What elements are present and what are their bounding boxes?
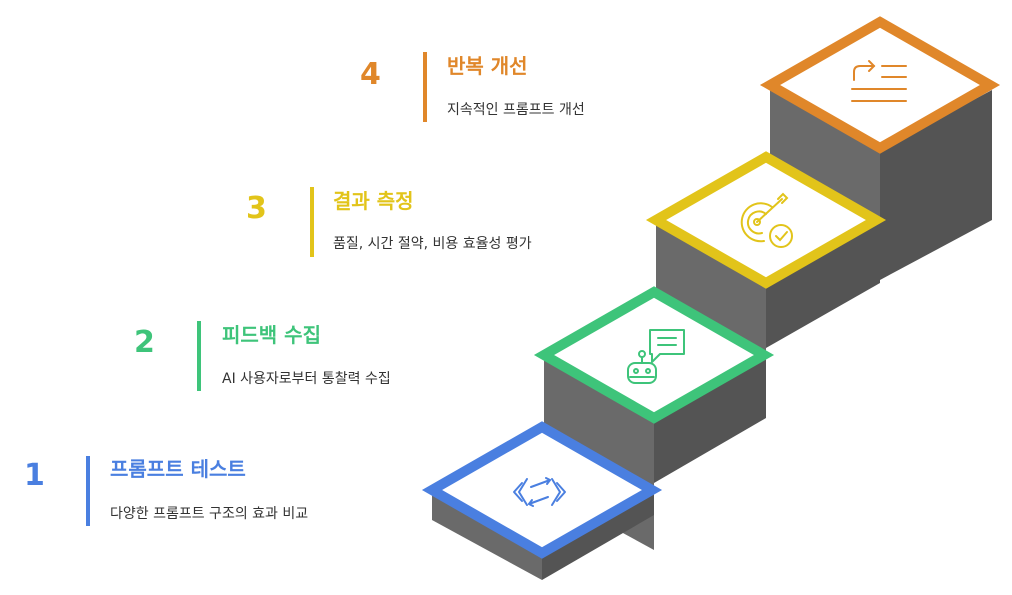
step-divider-2 [197,321,201,391]
robot-chat-icon [627,329,685,384]
step-number-2: 2 [134,325,155,360]
step-description-4: 지속적인 프롬프트 개선 [447,102,585,118]
stair-front-1 [432,495,542,580]
step-description-3: 품질, 시간 절약, 비용 효율성 평가 [333,236,532,252]
stair-top-1 [421,421,663,559]
code-arrows-icon [513,477,566,507]
step-number-3: 3 [246,191,267,226]
step-title-3: 결과 측정 [333,189,414,213]
step-divider-4 [423,52,427,122]
stair-side-2 [654,355,766,483]
step-description-2: AI 사용자로부터 통찰력 수집 [222,371,391,387]
stair-side-3 [766,220,880,348]
step-divider-3 [310,187,314,257]
step-number-4: 4 [360,57,381,92]
step-number-1: 1 [24,458,45,493]
step-title-4: 반복 개선 [447,54,528,78]
step-divider-1 [86,456,90,526]
step-title-1: 프롬프트 테스트 [110,457,246,481]
step-title-2: 피드백 수집 [222,323,321,347]
stair-side-1 [542,490,654,580]
stair-top-2 [533,286,775,424]
redo-list-icon [851,60,907,102]
step-description-1: 다양한 프롬프트 구조의 효과 비교 [110,506,309,522]
stair-top-4 [759,16,1001,154]
stair-top-3 [645,151,887,289]
stair-step-1 [421,421,663,580]
target-check-icon [740,192,793,248]
